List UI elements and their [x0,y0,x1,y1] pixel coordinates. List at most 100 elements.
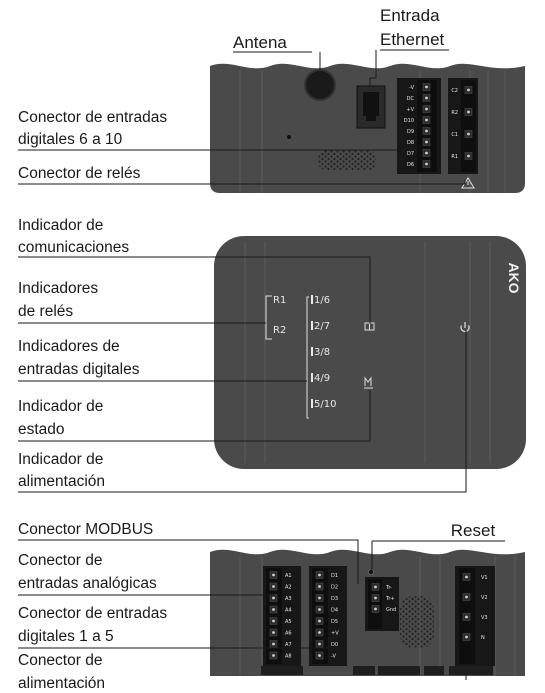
label-ind-estado-l1: Indicador de [18,398,103,415]
dig-1-5-terminal: D4 [315,605,338,614]
power-connector [455,566,495,666]
power-terminal: V2 [462,593,488,601]
dig-1-5-terminal-label: D5 [331,619,338,625]
power-terminal: N [462,633,485,641]
top-dig-terminal-label: D10 [404,118,414,124]
top-vent-grille [318,150,376,170]
label-dig-6-10-l2: digitales 6 a 10 [18,131,123,148]
analog-terminal: A8 [269,651,292,660]
top-dig-terminal: -V [409,83,431,91]
dig-1-5-terminal-label: +V [331,631,339,637]
top-dig-terminal-label: +V [406,107,414,113]
power-terminal-label: N [481,635,485,641]
top-dig-terminal: D9 [407,127,431,135]
label-power-l2: alimentación [18,675,105,692]
top-relay-terminal-label: C2 [451,88,458,94]
analog-terminal-label: A4 [285,608,292,614]
reset-button[interactable] [368,569,374,575]
dig-1-5-terminal: D1 [315,571,338,579]
bottom-feet [261,666,493,675]
top-dig-terminal-label: -V [409,85,415,91]
top-relay-terminal: C2 [451,86,473,94]
label-ind-alim-l2: alimentación [18,473,105,490]
relay-indicator-r1: R1 [273,295,286,306]
analog-terminal: A2 [269,582,292,591]
label-power-l1: Conector de [18,652,102,669]
label-ind-alim-l1: Indicador de [18,451,103,468]
dig-1-5-terminal: D3 [315,594,338,602]
dig-1-5-terminal-label: D1 [331,573,338,579]
label-dig-1-5-l1: Conector de entradas [18,605,167,622]
label-dig-6-10-l1: Conector de entradas [18,109,167,126]
top-dig-terminal: D8 [407,138,431,146]
modbus-terminal-label: Tr+ [385,596,395,602]
label-ind-com-l2: comunicaciones [18,239,129,256]
dig-1-5-terminal: D2 [315,582,338,591]
label-ind-estado-l2: estado [18,421,65,438]
status-icon [364,376,373,389]
dig-1-5-terminal: D5 [315,617,338,625]
analog-terminal: A1 [269,571,292,579]
modbus-connector [365,577,399,631]
label-ind-reles-l2: de relés [18,303,73,320]
power-terminal: V3 [462,613,488,621]
dig-1-5-terminal: -V [315,651,337,660]
power-terminal: V1 [462,573,488,581]
label-ind-com-l1: Indicador de [18,217,103,234]
label-modbus: Conector MODBUS [18,521,153,538]
top-relay-connector [448,78,478,174]
label-conector-reles: Conector de relés [18,165,141,182]
brand-logo: AKO [506,262,522,293]
analog-terminal-label: A8 [285,654,292,660]
front-view: AKO R1 R2 1/62/73/84/95/10 [214,236,526,469]
label-ethernet: Ethernet [380,30,445,49]
label-antena: Antena [233,33,287,52]
digital-input-label: 5/10 [314,399,336,410]
modbus-terminal-label: Gnd [386,607,396,613]
label-analog-l1: Conector de [18,552,102,569]
top-relay-terminal-label: R1 [451,154,458,160]
analog-terminal-label: A5 [285,619,292,625]
modbus-terminal: Gnd [371,605,396,613]
digital-bracket [306,296,309,419]
analog-terminal-label: A1 [285,573,292,579]
relay-bracket [265,295,272,340]
analog-terminal-label: A3 [285,596,292,602]
analog-terminal-label: A6 [285,631,292,637]
label-ind-dig-l1: Indicadores de [18,338,120,355]
ethernet-port [356,85,386,129]
digital-input-label: 4/9 [314,373,330,384]
digital-input-indicator: 2/7 [311,321,330,332]
modbus-terminal-label: Tr- [385,585,392,591]
top-dig-terminal-label: D6 [407,162,414,168]
power-terminal-label: V3 [481,615,488,621]
analog-terminal: A6 [269,628,292,637]
top-relay-terminal: C1 [451,130,473,138]
digital-input-indicator: 4/9 [311,373,330,384]
top-dig-terminal-label: D7 [407,151,414,157]
power-terminal-label: V1 [481,575,488,581]
bottom-vent-grille [400,596,434,648]
power-icon [460,322,470,333]
power-terminal-label: V2 [481,595,488,601]
top-relay-terminal-label: R2 [451,110,458,116]
relay-indicator-r2: R2 [273,325,286,336]
label-entrada: Entrada [380,6,440,25]
top-relay-terminal: R1 [451,152,473,160]
callout-labels: Antena Entrada Ethernet Conector de entr… [18,6,505,692]
digital-input-label: 2/7 [314,321,330,332]
label-ind-dig-l2: entradas digitales [18,361,140,378]
top-relay-terminal: R2 [451,108,473,116]
digital-input-indicator: 5/10 [311,399,336,410]
analog-terminal-label: A2 [285,585,292,591]
front-grooves [244,242,491,463]
modbus-terminal: Tr- [371,583,392,591]
analog-terminal-label: A7 [285,642,292,648]
analog-terminal: A3 [269,594,292,602]
top-relay-terminal-label: C1 [451,132,458,138]
top-dig-terminal: +V [406,105,431,113]
dig-1-5-connector [309,566,347,666]
